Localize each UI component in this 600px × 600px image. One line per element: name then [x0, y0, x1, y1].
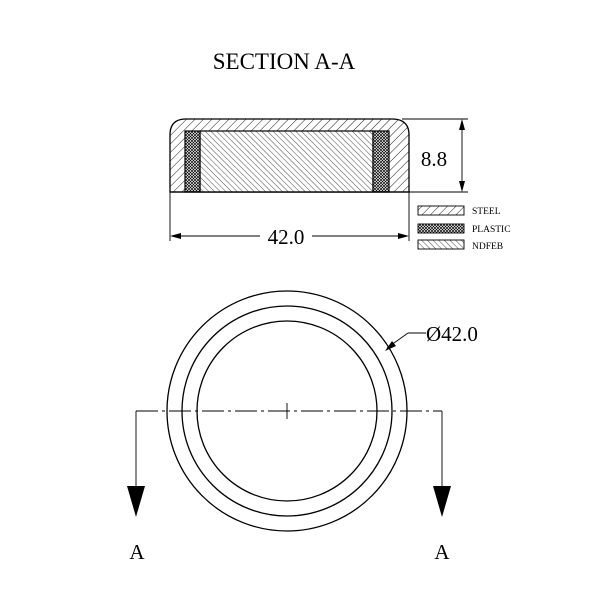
- ndfeb-magnet: [199, 130, 374, 193]
- legend-swatch-steel: [417, 205, 465, 216]
- width-dimension: 42.0: [169, 192, 410, 249]
- height-dimension: 8.8: [402, 118, 468, 193]
- plastic-ring-right: [372, 130, 390, 193]
- legend-label-ndfeb: NDFEB: [472, 242, 503, 252]
- section-arrow-left: [127, 486, 145, 517]
- diameter-dimension: Ø42.0: [385, 322, 478, 351]
- legend-swatch-plastic: [417, 223, 465, 234]
- height-dimension-value: 8.8: [421, 147, 447, 171]
- legend-swatch-ndfeb: [417, 239, 465, 250]
- section-title: SECTION A-A: [213, 49, 356, 74]
- width-dimension-value: 42.0: [268, 225, 305, 249]
- section-label-left: A: [129, 540, 145, 564]
- section-view: [169, 118, 410, 193]
- legend-label-steel: STEEL: [472, 207, 501, 217]
- material-legend: STEEL PLASTIC NDFEB: [417, 205, 511, 252]
- diameter-dimension-value: Ø42.0: [426, 322, 478, 346]
- plastic-ring-left: [184, 130, 201, 193]
- section-cut-line: A A: [127, 410, 451, 564]
- section-label-right: A: [434, 540, 450, 564]
- section-arrow-right: [433, 486, 451, 517]
- legend-label-plastic: PLASTIC: [472, 225, 511, 235]
